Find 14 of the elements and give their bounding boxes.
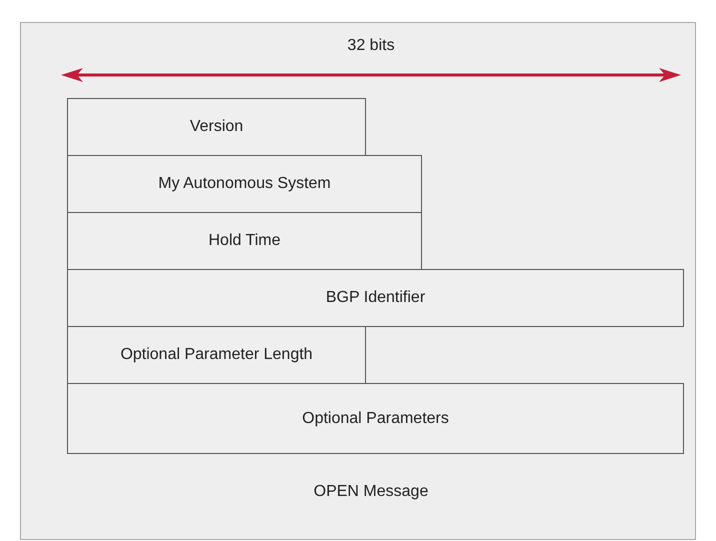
field-label: Hold Time: [208, 232, 281, 250]
dimension-label: 32 bits: [347, 37, 395, 55]
field-box: [67, 98, 366, 156]
caption: OPEN Message: [314, 483, 428, 501]
field-label: Version: [190, 118, 244, 136]
field-label: My Autonomous System: [158, 175, 331, 193]
field-box: [67, 383, 684, 454]
field-box: [67, 326, 366, 384]
field-label: Optional Parameters: [302, 410, 449, 428]
field-box: [67, 155, 422, 213]
field-box: [67, 269, 684, 327]
field-box: [67, 212, 422, 270]
field-label: Optional Parameter Length: [120, 346, 313, 364]
field-label: BGP Identifier: [326, 289, 426, 307]
